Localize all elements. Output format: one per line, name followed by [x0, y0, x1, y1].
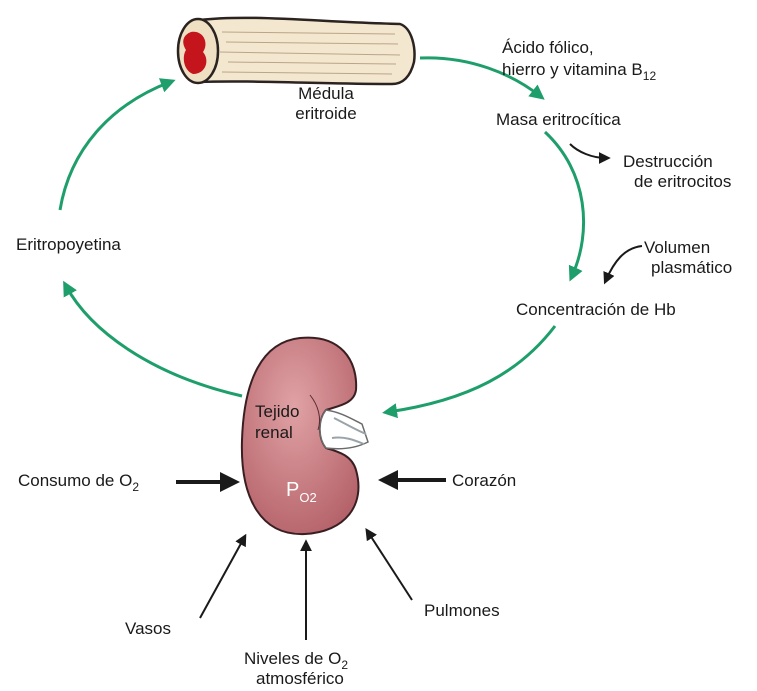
- arrow-hb-to-kidney: [388, 326, 555, 412]
- o2-consumption-subscript: 2: [132, 480, 139, 494]
- vessels-label: Vasos: [125, 619, 171, 638]
- marrow-label-line1: Médula: [298, 84, 354, 103]
- heart-label: Corazón: [452, 471, 516, 490]
- o2-consumption-label: Consumo de O2: [18, 471, 139, 494]
- arrow-mass-to-hb: [545, 132, 584, 276]
- plasma-label-line2: plasmático: [651, 258, 732, 277]
- po2-main: P: [286, 479, 299, 501]
- arrow-epo-to-marrow: [60, 82, 170, 210]
- atmospheric-label-line2: atmosférico: [256, 669, 344, 688]
- erythrocyte-mass-label: Masa eritrocítica: [496, 110, 621, 129]
- factor-arrows: [176, 144, 642, 640]
- folic-label-line1: Ácido fólico,: [502, 38, 594, 57]
- arrow-vessels: [200, 538, 244, 618]
- destruction-label-line1: Destrucción: [623, 152, 713, 171]
- destruction-label-line2: de eritrocitos: [634, 172, 731, 191]
- folic-label-line2: hierro y vitamina B12: [502, 60, 656, 83]
- renal-tissue-line1: Tejido: [255, 402, 299, 421]
- atmospheric-text: Niveles de O: [244, 649, 341, 668]
- erythropoietin-label: Eritropoyetina: [16, 235, 121, 254]
- plasma-label-line1: Volumen: [644, 238, 710, 257]
- folic-subscript: 12: [643, 69, 657, 83]
- lungs-label: Pulmones: [424, 601, 500, 620]
- renal-tissue-line2: renal: [255, 423, 293, 442]
- folic-text: hierro y vitamina B: [502, 60, 643, 79]
- arrow-plasma-volume: [606, 246, 642, 280]
- marrow-label-line2: eritroide: [295, 104, 356, 123]
- o2-consumption-text: Consumo de O: [18, 471, 132, 490]
- bone-marrow-icon: [178, 18, 414, 84]
- po2-subscript: O2: [299, 490, 316, 505]
- arrow-destruction: [570, 144, 606, 158]
- arrow-kidney-to-epo: [66, 286, 242, 396]
- arrow-lungs: [368, 532, 412, 600]
- hb-concentration-label: Concentración de Hb: [516, 300, 676, 319]
